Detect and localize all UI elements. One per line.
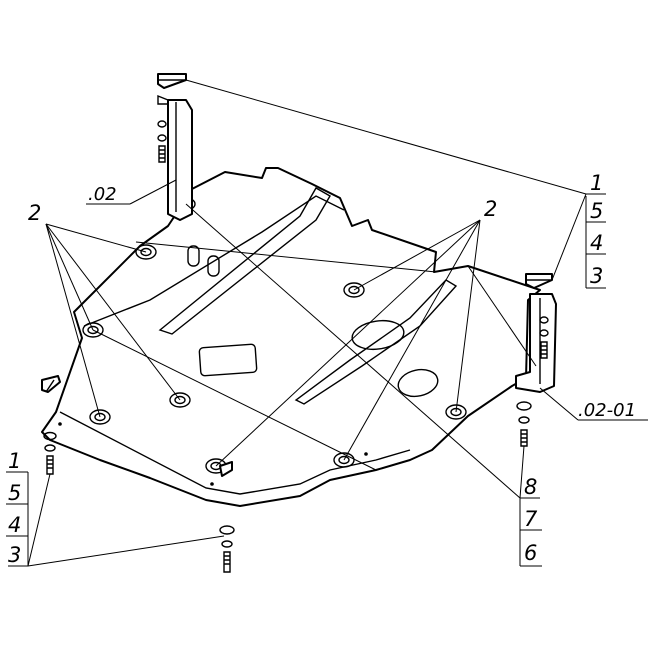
- mount-hole-icon: [343, 282, 365, 298]
- callout-bottom-right-6: 6: [524, 541, 537, 565]
- mount-hole-icon: [333, 452, 355, 468]
- callout-box-bottom-left: [6, 471, 29, 566]
- fastener-stack-center: [219, 461, 235, 573]
- callout-top-right-5: 5: [590, 199, 603, 223]
- fixing-dots: [58, 194, 368, 486]
- callout-bottom-right-8: 8: [524, 475, 537, 499]
- callout-bracket-02: .02: [88, 184, 117, 205]
- callout-box-bottom-right: [519, 498, 542, 567]
- callout-bottom-left-4: 4: [8, 513, 21, 537]
- callout-top-right-1: 1: [590, 171, 603, 195]
- mount-hole-icon: [169, 392, 191, 408]
- callout-bottom-left-1: 1: [8, 449, 21, 473]
- callout-bottom-left-3: 3: [8, 543, 21, 567]
- mount-hole-icon: [89, 409, 111, 425]
- callout-top-right-4: 4: [590, 231, 603, 255]
- callout-right-2: 2: [484, 197, 497, 221]
- bracket-left-02: [157, 73, 193, 221]
- leader-lines: [8, 79, 648, 567]
- mount-hole-icon: [135, 244, 157, 260]
- fastener-stack-right: [516, 401, 532, 447]
- fastener-stack-left: [41, 375, 61, 475]
- callout-bottom-right-7: 7: [524, 507, 538, 531]
- skid-plate: [41, 167, 541, 507]
- mount-hole-icon: [82, 322, 104, 338]
- callout-bottom-left-5: 5: [8, 481, 21, 505]
- callout-left-2: 2: [28, 201, 41, 225]
- callout-bracket-02-01: .02-01: [578, 400, 636, 421]
- callout-box-top-right: [585, 196, 606, 289]
- bracket-right-02-01: [515, 273, 557, 393]
- callout-top-right-3: 3: [590, 264, 603, 288]
- mounting-holes: [82, 197, 467, 474]
